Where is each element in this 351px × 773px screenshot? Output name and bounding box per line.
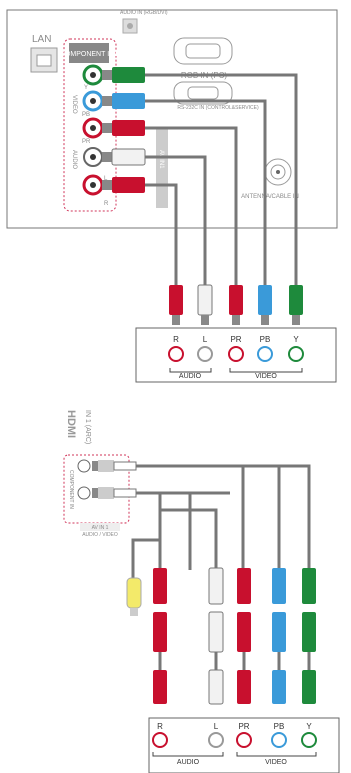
b2-blue <box>272 612 286 652</box>
device-plug-pr <box>229 285 243 325</box>
hdmi-label: HDMI <box>65 410 77 438</box>
top-plug-pb <box>102 93 145 109</box>
cable-pb-top <box>145 99 267 290</box>
b1-red2 <box>237 568 251 604</box>
device-jack-r-label: R <box>173 335 179 344</box>
b3-green <box>302 670 316 704</box>
bottom-mini-plug-2 <box>92 487 137 499</box>
b3-blue <box>272 670 286 704</box>
av-in-small-label: AV IN 1 <box>92 525 109 531</box>
b1-green <box>302 568 316 604</box>
device2-audio-label: AUDIO <box>177 759 200 766</box>
audio-bracket-label: AUDIO <box>71 150 77 169</box>
b3-red <box>153 670 167 704</box>
jack-pb <box>82 90 104 112</box>
top-plug-y <box>102 67 145 83</box>
b2-white <box>208 611 224 653</box>
cable-pr-top <box>145 126 238 290</box>
top-cables <box>145 73 298 290</box>
b1-white <box>208 567 224 605</box>
device2-jack-pr-label: PR <box>238 722 249 731</box>
b3-white <box>208 669 224 705</box>
rs232c-port <box>173 81 233 105</box>
in1-label: IN 1 (ARC) <box>84 410 91 444</box>
lan-label: LAN <box>32 34 51 45</box>
top-plug-pr <box>102 120 145 136</box>
jack-y <box>82 64 104 86</box>
component-in-label-box <box>69 43 109 63</box>
jack-r <box>82 174 104 196</box>
bottom-mini-plug-1 <box>92 460 137 472</box>
component-in-small-label: COMPONENT IN <box>68 470 74 509</box>
cable-y-top <box>145 73 298 290</box>
b2-red <box>153 612 167 652</box>
device-jack-pb-label: PB <box>260 335 271 344</box>
audio-l-label: L <box>104 176 108 182</box>
jack-l <box>83 147 103 167</box>
device-video-label: VIDEO <box>255 373 277 380</box>
yellow-plug <box>126 577 142 616</box>
audio-r-label: R <box>104 201 109 207</box>
audio-in-rgb-label: AUDIO IN (RGB/DVI) <box>120 10 168 16</box>
av-in-label: AV IN1 <box>158 150 164 169</box>
b2-green <box>302 612 316 652</box>
rs232c-label: RS-232C IN (CONTROL&SERVICE) <box>177 105 259 111</box>
rgb-in-port <box>173 37 233 65</box>
device2-jack-r-label: R <box>157 722 163 731</box>
cable-r-top <box>145 183 178 290</box>
b2-red2 <box>237 612 251 652</box>
device2-video-label: VIDEO <box>265 759 287 766</box>
device-plug-pb <box>258 285 272 325</box>
audio-video-small-label: AUDIO / VIDEO <box>82 532 118 538</box>
device-jack-l-label: L <box>203 335 208 344</box>
device-jack-y-label: Y <box>293 335 299 344</box>
component-in-label: COMPONENT IN1 <box>60 51 118 58</box>
jack-pr <box>82 117 104 139</box>
device-plug-r <box>169 285 183 325</box>
y-label: Y <box>84 85 88 91</box>
device2-jack-pb-label: PB <box>274 722 285 731</box>
b1-blue <box>272 568 286 604</box>
cable-l-top <box>145 155 207 290</box>
b3-red2 <box>237 670 251 704</box>
device-plug-y <box>289 285 303 325</box>
tv-back-panel <box>6 9 338 229</box>
device-plug-l <box>197 284 213 325</box>
top-plug-r <box>102 177 145 193</box>
device2-jack-y-label: Y <box>306 722 312 731</box>
device-audio-label: AUDIO <box>179 373 202 380</box>
b1-red <box>153 568 167 604</box>
av-in-strip <box>156 128 168 208</box>
antenna-label: ANTENNA/CABLE IN <box>241 194 299 200</box>
bottom-cables <box>131 464 311 580</box>
device2-jack-l-label: L <box>214 722 219 731</box>
video-bracket-label: VIDEO <box>71 95 77 114</box>
pb-label: PB <box>82 112 90 118</box>
top-plug-l <box>102 148 146 166</box>
antenna-port <box>264 158 292 186</box>
pr-label: PR <box>82 139 91 145</box>
device-jack-pr-label: PR <box>230 335 241 344</box>
